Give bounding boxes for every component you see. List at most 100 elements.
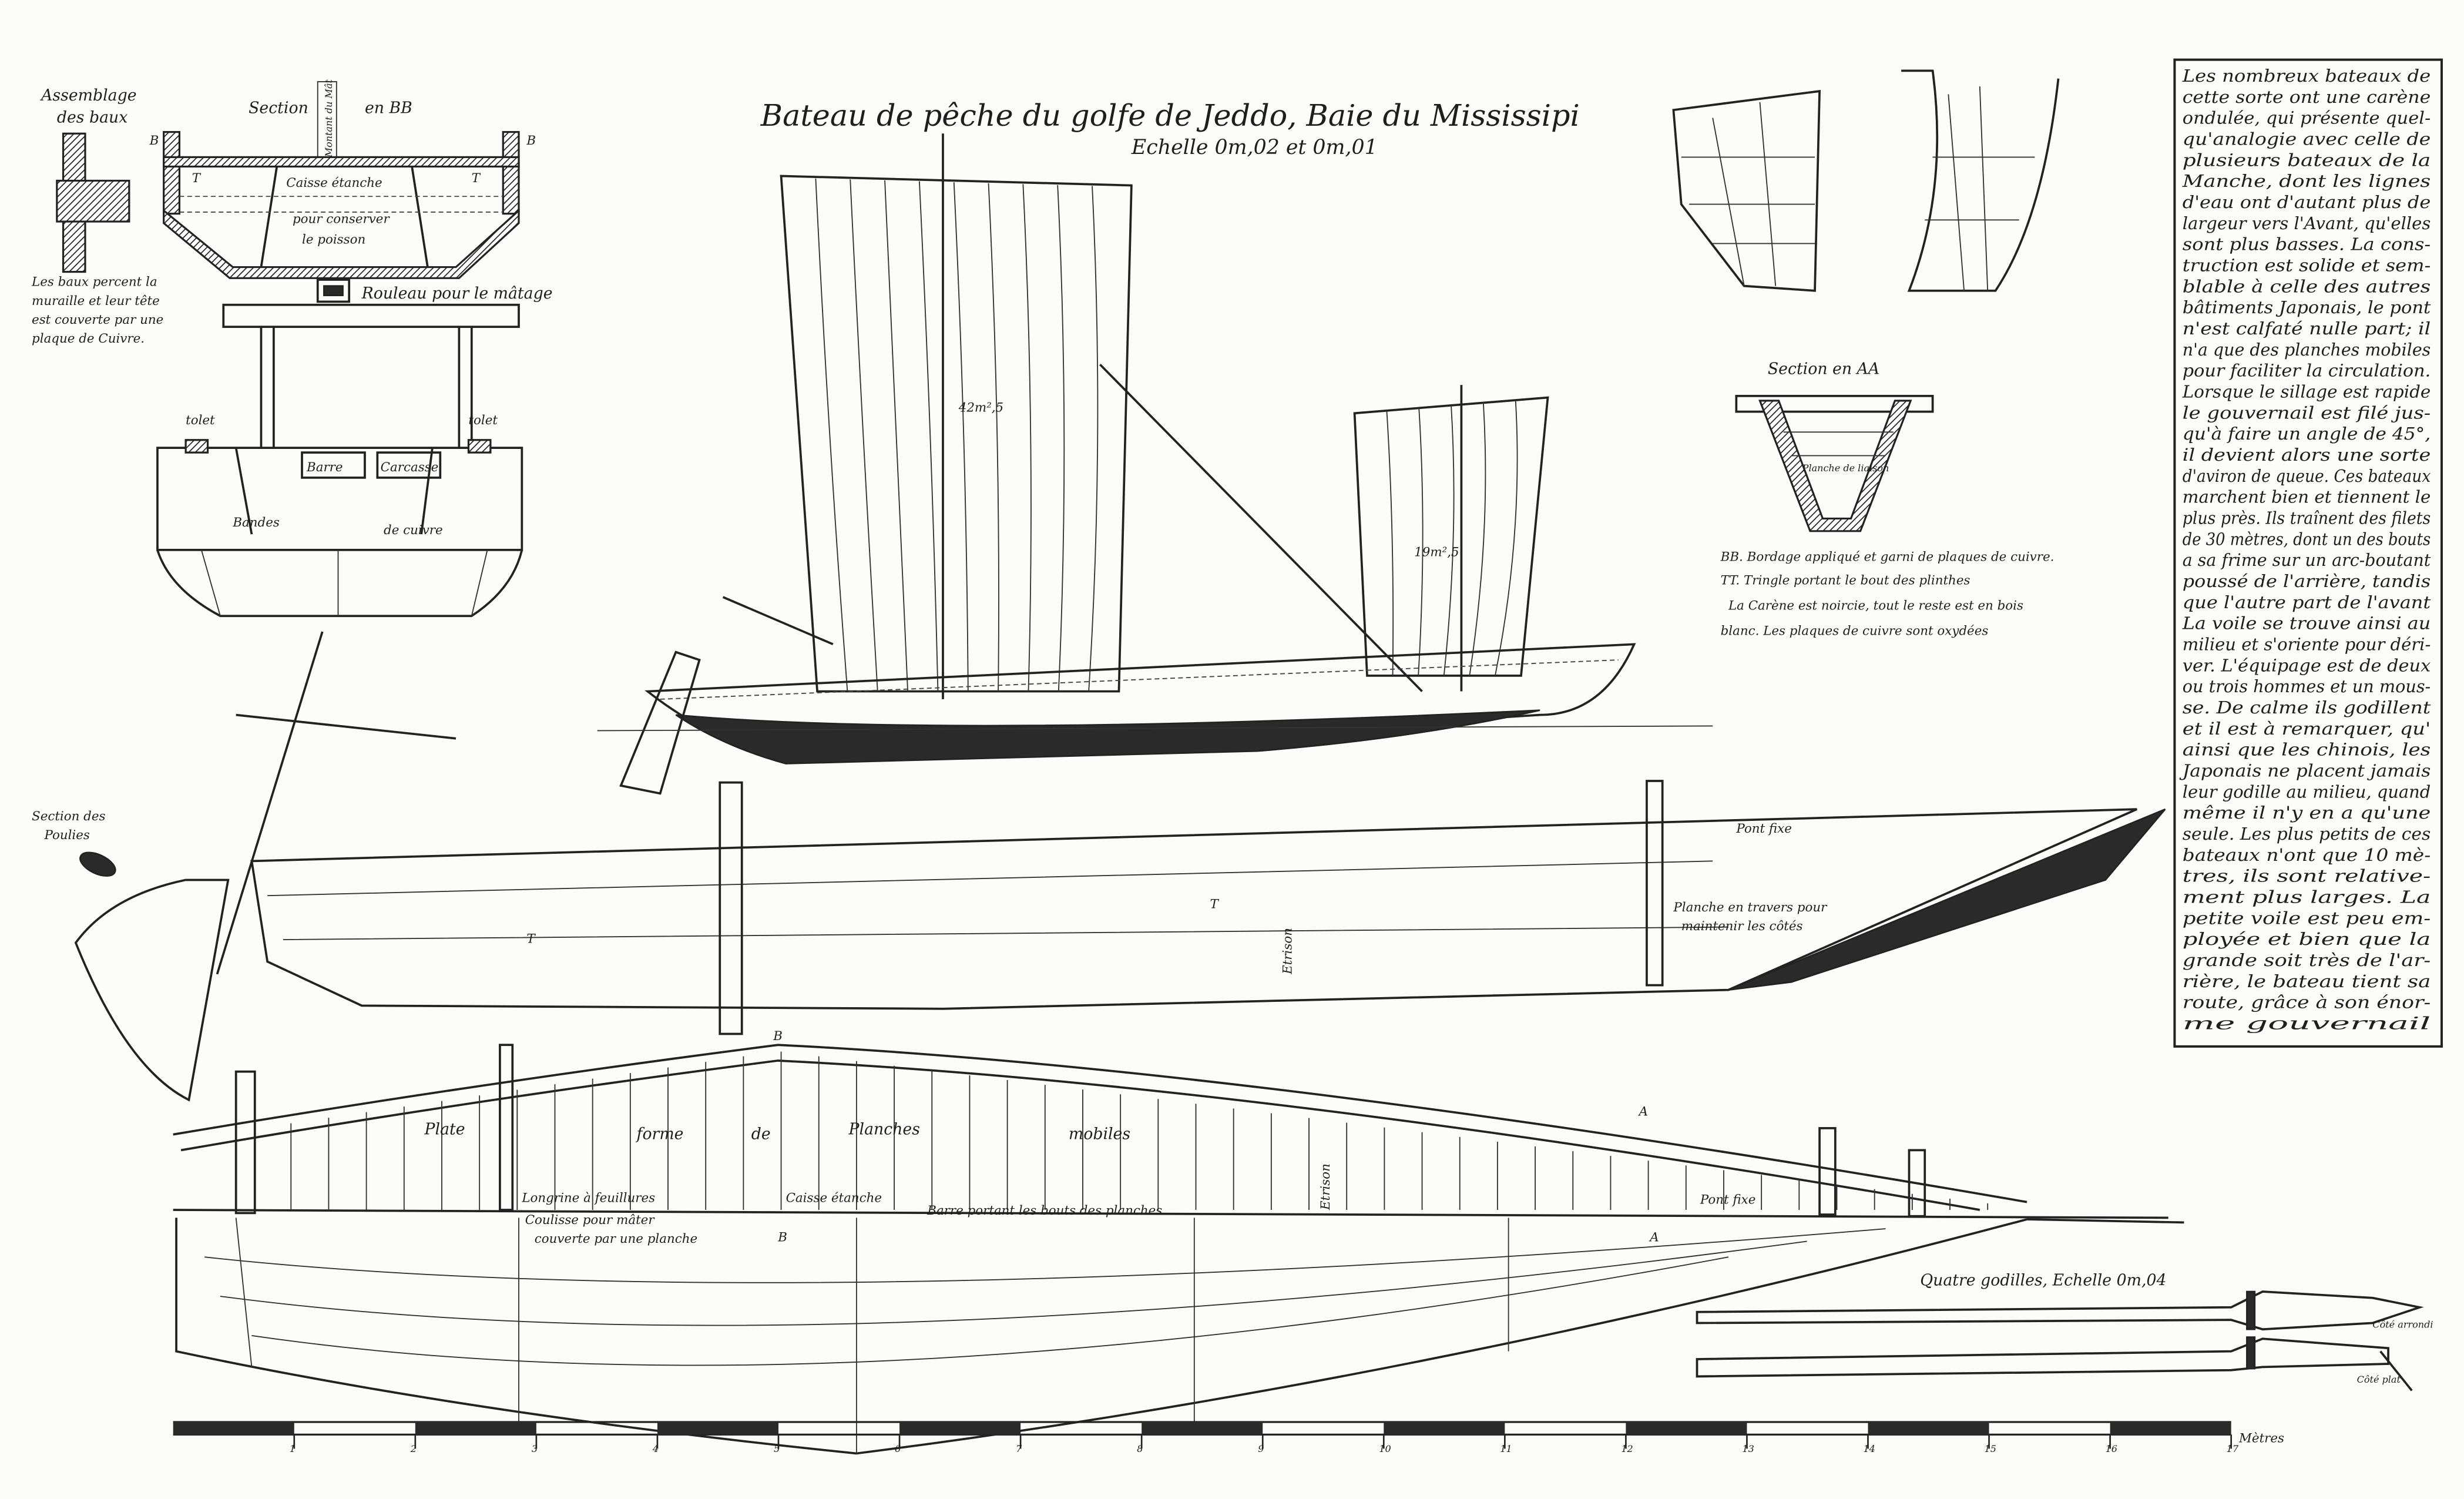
description-line: truction est solide et sem- xyxy=(2183,256,2431,276)
description-line: rière, le bateau tient sa xyxy=(2183,971,2431,991)
scale-segment xyxy=(899,1421,1021,1435)
tight-box-label: Caisse étanche xyxy=(786,1191,882,1206)
bands-label-2: de cuivre xyxy=(384,523,443,538)
tolet-left-label: tolet xyxy=(186,413,215,428)
mark-a: A xyxy=(1638,1105,1648,1119)
fixed-deck-label: Pont fixe xyxy=(1735,821,1792,836)
description-line: et il est à remarquer, qu' xyxy=(2183,719,2431,739)
description-line: ver. L'équipage est de deux xyxy=(2183,655,2431,675)
section-bb-heading-suffix: en BB xyxy=(365,99,412,118)
scale-tick-label: 14 xyxy=(1863,1443,1875,1454)
description-line: La voile se trouve ainsi au xyxy=(2182,613,2431,633)
platform-word: Planches xyxy=(848,1121,920,1139)
scale-tick-label: 6 xyxy=(895,1443,901,1454)
legend-line: La Carène est noircie, tout le reste est… xyxy=(1728,599,2023,613)
beam-assembly-heading: Assemblage xyxy=(39,86,136,105)
scale-segment xyxy=(415,1421,536,1435)
slide-label: Coulisse pour mâter xyxy=(525,1213,656,1228)
pulley-section-label-2: Poulies xyxy=(43,828,89,843)
sail-batten xyxy=(1022,184,1032,692)
scale-segment xyxy=(1868,1421,1989,1435)
description-line: le gouvernail est filé jus- xyxy=(2183,403,2431,422)
mark-t: T xyxy=(1210,897,1220,912)
stringer-label: Longrine à feuillures xyxy=(521,1191,655,1206)
description-line: ment plus larges. La xyxy=(2183,887,2431,907)
description-line: Les nombreux bateaux de xyxy=(2182,66,2431,86)
fish-box-label-2: pour conserver xyxy=(293,212,390,227)
scale-tick-label: 12 xyxy=(1621,1443,1633,1454)
sail-batten xyxy=(988,183,999,692)
description-line: Lorsque le sillage est rapide xyxy=(2182,382,2431,402)
fish-box-label: Caisse étanche xyxy=(286,176,382,190)
sail-batten xyxy=(815,178,848,692)
platform-word: de xyxy=(751,1125,771,1143)
tolet-right-label: tolet xyxy=(468,413,498,428)
description-line: a sa frime sur un arc-boutant xyxy=(2183,550,2431,570)
sail-batten xyxy=(1057,185,1065,692)
section-aa-heading: Section en AA xyxy=(1768,360,1879,378)
fixed-deck-label: Pont fixe xyxy=(1700,1192,1756,1207)
scale-tick-label: 5 xyxy=(774,1443,780,1454)
etrison-label: Etrison xyxy=(1281,928,1295,975)
description-line: route, grâce à son énor- xyxy=(2183,992,2431,1012)
description-line: ou trois hommes et un mous- xyxy=(2183,676,2431,696)
description-line: bateaux n'ont que 10 mè- xyxy=(2183,845,2431,865)
drawing-title: Bateau de pêche du golfe de Jeddo, Baie … xyxy=(760,98,1580,133)
description-line: leur godille au milieu, quand xyxy=(2183,782,2431,802)
scale-segment xyxy=(173,1421,294,1435)
carcass-label: Carcasse xyxy=(381,460,439,475)
scale-segment xyxy=(1626,1421,1747,1435)
description-line: Manche, dont les lignes xyxy=(2182,171,2431,191)
legend-line: blanc. Les plaques de cuivre sont oxydée… xyxy=(1721,623,1989,638)
scale-tick-label: 7 xyxy=(1016,1443,1022,1454)
description-line: cette sorte ont une carène xyxy=(2183,87,2431,107)
platform-word: forme xyxy=(636,1125,684,1143)
mark-a: A xyxy=(1649,1230,1659,1245)
description-line: marchent bien et tiennent le xyxy=(2183,487,2431,507)
hull-end-views xyxy=(1672,69,2060,292)
description-line: petite voile est peu em- xyxy=(2183,908,2431,928)
legend-line: TT. Tringle portant le bout des plinthes xyxy=(1721,574,1970,588)
deck-plan: Plate forme de Planches mobiles Longrine… xyxy=(173,1029,2184,1455)
description-line: d'aviron de queue. Ces bateaux xyxy=(2183,466,2431,486)
scale-tick-label: 13 xyxy=(1742,1443,1754,1454)
scale-tick-label: 17 xyxy=(2227,1443,2239,1454)
stern-section: tolet tolet Barre Carcasse Bandes de cui… xyxy=(156,413,523,618)
description-line: n'est calfaté nulle part; il xyxy=(2183,318,2431,338)
description-line: il devient alors une sorte xyxy=(2183,445,2431,465)
sail-batten xyxy=(918,181,939,692)
scale-tick-label: 15 xyxy=(1985,1443,1996,1454)
description-line: ployée et bien que la xyxy=(2183,929,2431,949)
description-line: bâtiments Japonais, le pont xyxy=(2183,297,2431,317)
scale-tick-label: 11 xyxy=(1500,1443,1512,1454)
sailboat-elevation: 42m²,5 19m²,5 xyxy=(597,133,1713,795)
scale-tick-label: 3 xyxy=(532,1443,538,1454)
description-line: largeur vers l'Avant, qu'elles xyxy=(2183,213,2431,233)
beam-note-line: plaque de Cuivre. xyxy=(32,331,145,346)
beam-assembly-detail: Assemblage des baux Les baux percent la … xyxy=(31,86,163,346)
sail-batten xyxy=(884,180,909,692)
scale-tick-label: 16 xyxy=(2106,1443,2117,1454)
description-line: qu'analogie avec celle de xyxy=(2183,129,2431,149)
description-line: se. De calme ils godillent xyxy=(2183,697,2431,717)
plank-label: Planche de liaison xyxy=(1802,462,1889,474)
sail-batten xyxy=(1469,403,1486,676)
sail-batten xyxy=(1418,408,1424,676)
description-line: grande soit très de l'ar- xyxy=(2183,950,2431,970)
description-line: me gouvernail xyxy=(2183,1013,2431,1033)
mark-t: T xyxy=(526,931,536,946)
mark-t: T xyxy=(472,171,481,186)
section-bb-heading: Section xyxy=(249,99,308,118)
description-line: tres, ils sont relative- xyxy=(2183,866,2431,886)
scale-tick-label: 2 xyxy=(410,1443,417,1454)
platform-word: mobiles xyxy=(1069,1125,1130,1143)
scale-tick-label: 4 xyxy=(652,1443,659,1454)
mark-t: T xyxy=(192,171,202,186)
scale-segment xyxy=(2110,1421,2231,1435)
slide-label-2: couverte par une planche xyxy=(535,1232,697,1246)
description-line: seule. Les plus petits de ces xyxy=(2183,824,2431,844)
mark-b: B xyxy=(149,133,159,148)
section-aa: Section en AA Planche de liaison BB. Bor… xyxy=(1720,360,2055,638)
description-line: d'eau ont d'autant plus de xyxy=(2183,192,2431,212)
